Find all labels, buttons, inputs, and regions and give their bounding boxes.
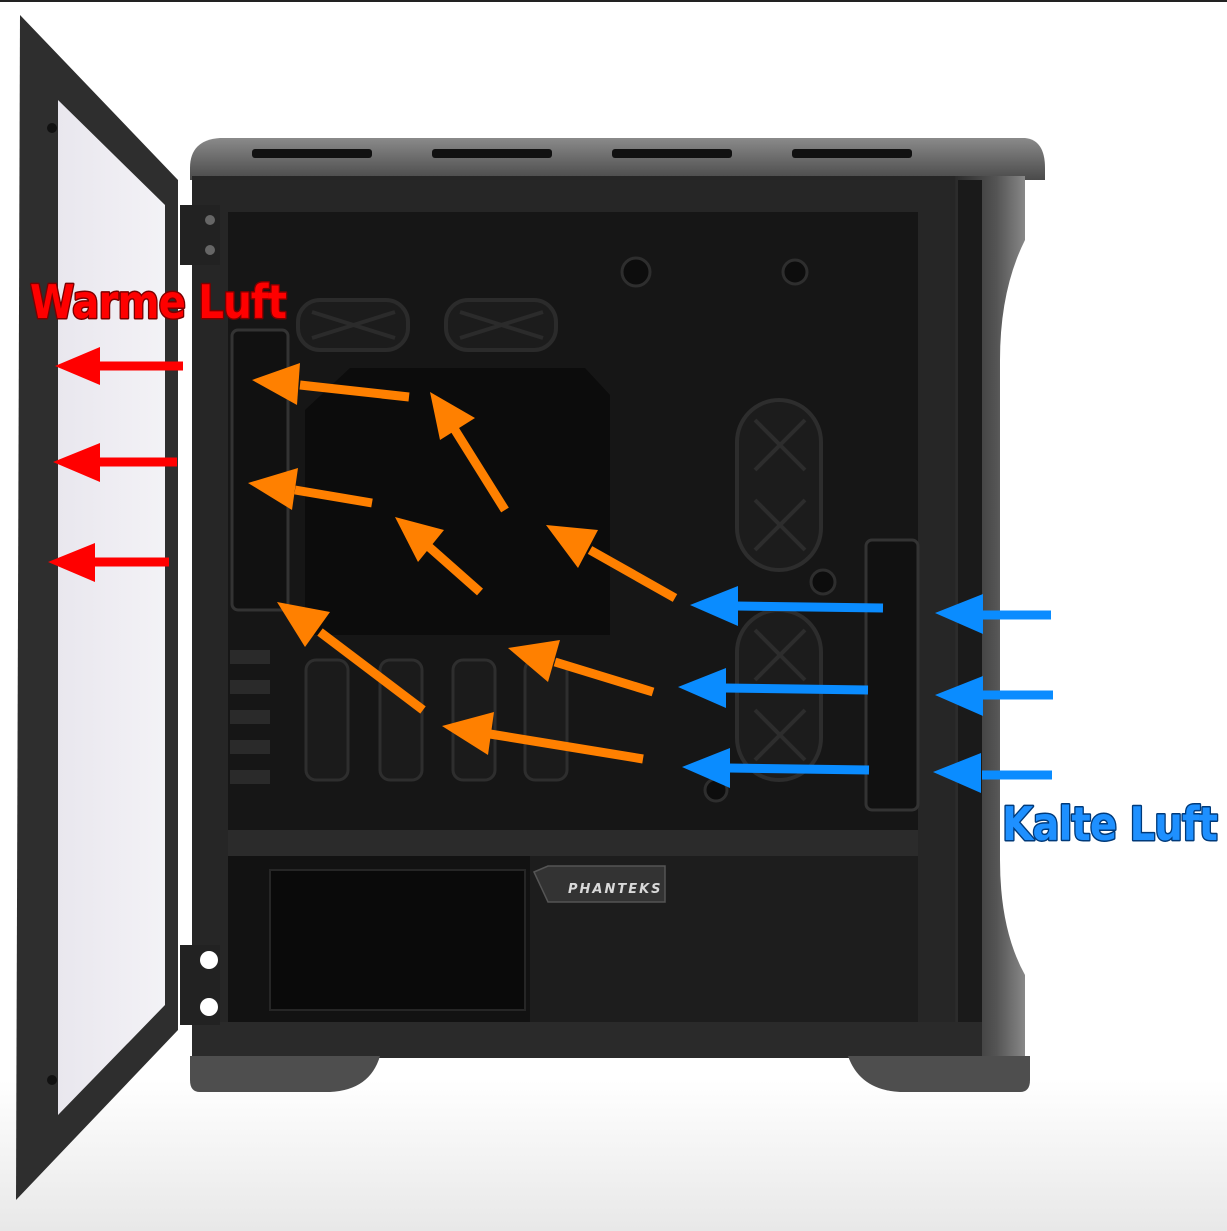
drive-sleds (304, 658, 569, 782)
case-foot-right (848, 1056, 1030, 1092)
triangle-arrow-icon (55, 347, 100, 385)
brand-badge: PHANTEKS (532, 865, 666, 903)
triangle-arrow-icon (53, 443, 100, 482)
triangle-arrow-icon (48, 543, 95, 582)
triangle-arrow-icon (682, 748, 730, 788)
case-top-panel (190, 138, 1045, 180)
cold-air-label: Kalte Luft (1002, 797, 1217, 851)
glass-door-pane (58, 100, 165, 1115)
door-screw-top (47, 123, 57, 133)
hinge-icon (180, 205, 220, 1025)
psu-shroud (228, 830, 918, 856)
front-fan (864, 538, 920, 812)
triangle-arrow-icon (933, 753, 981, 793)
door-screw-bottom (47, 1075, 57, 1085)
case-bottom (192, 1022, 982, 1058)
mounting-holes (620, 256, 837, 803)
floor (0, 1080, 1227, 1231)
triangle-arrow-icon (678, 668, 726, 708)
warm-air-arrows (48, 347, 183, 582)
triangle-arrow-icon (935, 594, 983, 634)
psu-bay-inner (269, 869, 526, 1011)
rear-fan (230, 328, 290, 612)
cable-grommets-top (296, 298, 558, 352)
case-foot-left (190, 1056, 380, 1092)
cable-grommets-right (735, 398, 823, 782)
motherboard-cutout (305, 368, 610, 635)
expansion-slots (230, 650, 270, 784)
warm-air-label: Warme Luft (30, 275, 286, 329)
triangle-arrow-icon (935, 676, 983, 716)
cold-air-arrows (678, 586, 1053, 793)
internal-air-arrows (248, 363, 678, 764)
triangle-arrow-icon (690, 586, 738, 626)
top-vents (252, 149, 912, 158)
brand-label: PHANTEKS (568, 882, 663, 897)
glass-side-panel (16, 15, 220, 1200)
